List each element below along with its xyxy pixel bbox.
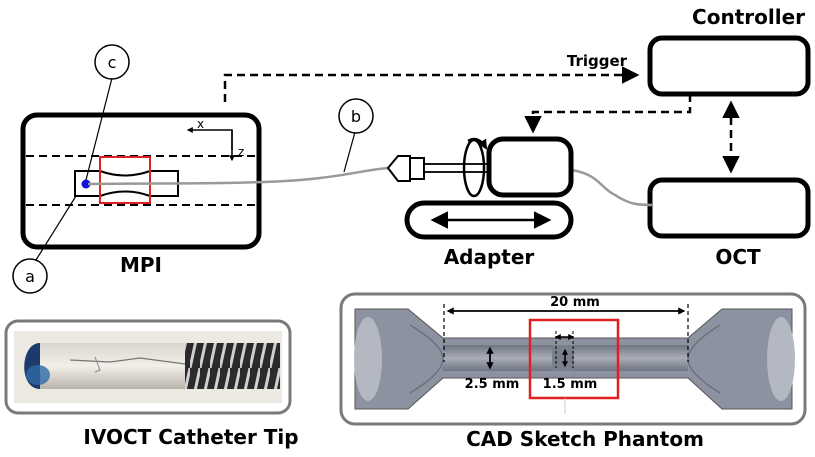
x-axis-label: x [197, 117, 204, 131]
mpi-roi-box [99, 156, 151, 204]
dim-inner-label: 1.5 mm [543, 377, 598, 392]
trigger-label: Trigger [567, 52, 628, 70]
catheter-tip-photo [14, 331, 282, 403]
marker-a-leader [35, 195, 77, 261]
marker-b-label: b [351, 107, 361, 126]
cad-phantom-label: CAD Sketch Phantom [466, 427, 704, 451]
linear-stage [404, 200, 574, 240]
marker-c [94, 44, 130, 80]
trigger-arrow [223, 66, 640, 102]
catheter-fiber [87, 166, 389, 186]
catheter-tip-dot [81, 179, 91, 189]
adapter-label: Adapter [444, 245, 535, 269]
catheter-tip-label: IVOCT Catheter Tip [83, 425, 298, 449]
controller-label: Controller [692, 5, 805, 29]
oct-label: OCT [715, 245, 761, 269]
controller-adapter-arrow [524, 94, 692, 134]
marker-a-label: a [25, 267, 35, 286]
oct-box [647, 177, 811, 239]
oct-fiber [571, 168, 653, 207]
adapter-assembly [386, 136, 574, 198]
controller-box [647, 35, 811, 97]
dim-length-label: 20 mm [550, 295, 600, 310]
cad-roi-box [528, 318, 620, 400]
marker-b [338, 98, 374, 134]
marker-c-label: c [108, 53, 117, 72]
adapter-motor-box [486, 136, 574, 198]
dim-outer-label: 2.5 mm [465, 377, 520, 392]
marker-b-leader [343, 131, 356, 173]
marker-a [12, 258, 48, 294]
mpi-label: MPI [120, 253, 162, 277]
marker-c-leader [85, 77, 113, 181]
z-axis-label: z [238, 145, 244, 159]
